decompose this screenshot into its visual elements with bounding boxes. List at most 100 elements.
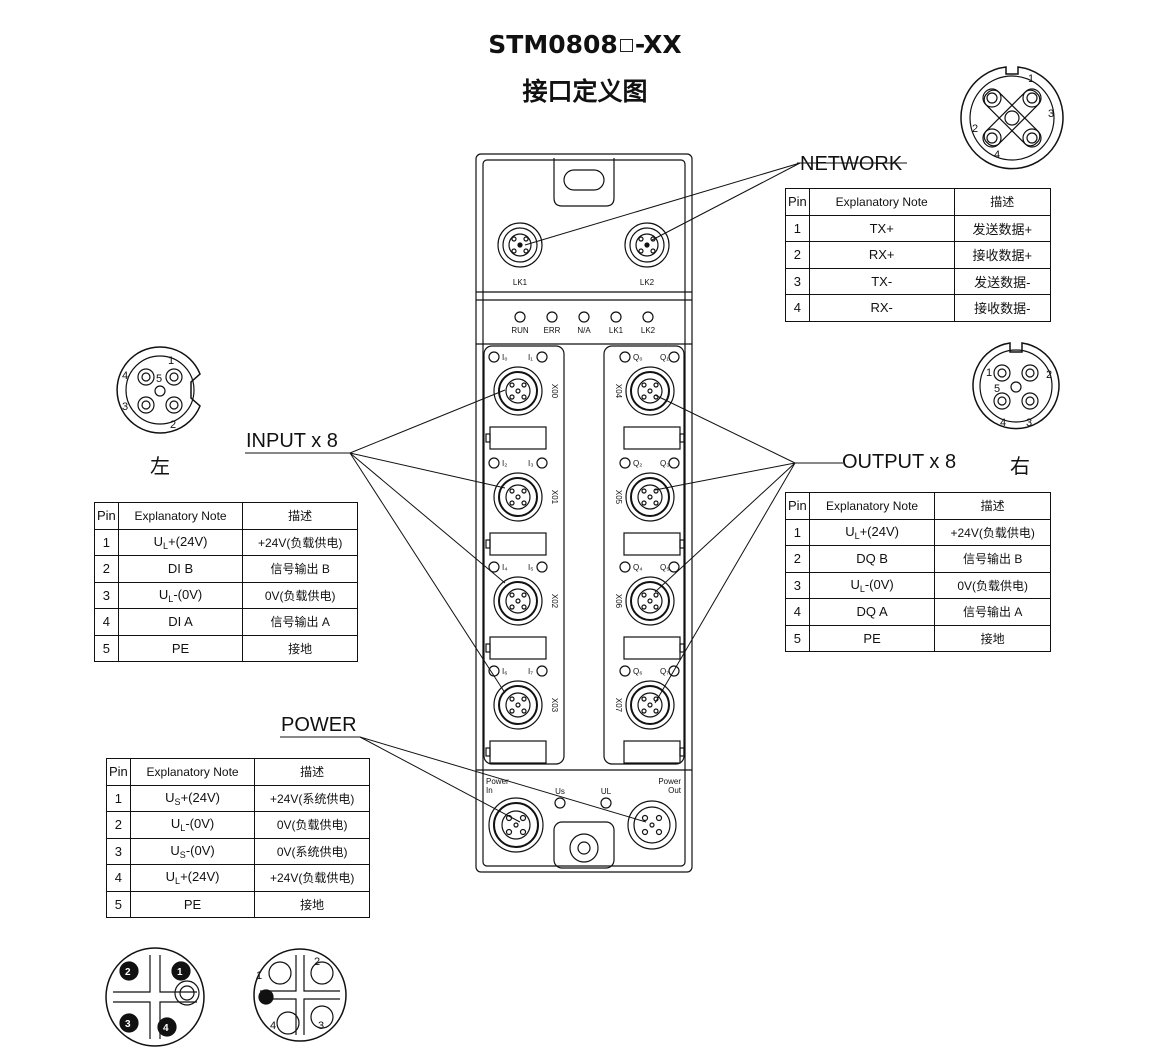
port-power-out[interactable]: [627, 800, 677, 850]
table-cell: 0V(系统供电): [254, 837, 370, 865]
pwr-out-pin-1: 1: [256, 970, 262, 982]
table-header: Explanatory Note: [808, 492, 936, 520]
pwr-in-pin-1: 1: [177, 967, 183, 978]
power-out-label-1: Power: [658, 777, 681, 786]
table-cell: DQ A: [808, 598, 936, 626]
table-cell: 接地: [254, 890, 370, 918]
out-pin-1: 1: [986, 367, 992, 379]
table-cell: 3: [785, 267, 810, 295]
port-x06[interactable]: [625, 576, 675, 626]
pwr-in-pin-2: 2: [125, 967, 131, 978]
table-cell: 发送数据-: [953, 267, 1052, 295]
port-x01[interactable]: [493, 472, 543, 522]
input-led: [536, 351, 548, 363]
label-slot-tab: [679, 643, 685, 653]
table-header: Pin: [94, 502, 119, 530]
table-cell: +24V(负载供电): [242, 528, 358, 556]
output-led: [668, 665, 680, 677]
table-cell: 3: [106, 837, 131, 865]
led-us-label: Us: [555, 787, 565, 796]
port-power-in[interactable]: [488, 797, 544, 853]
label-slot-tab: [679, 747, 685, 757]
pwr-out-pin-4: 4: [270, 1020, 276, 1032]
in-pin-3: 3: [122, 401, 128, 413]
pwr-in-pin-4: 4: [163, 1023, 169, 1034]
table-cell: UL+(24V): [808, 518, 936, 546]
table-cell: 信号输出 A: [242, 608, 358, 636]
label-lk2: LK2: [640, 278, 655, 287]
input-led-label: I₃: [528, 459, 533, 468]
table-cell: 2: [94, 555, 119, 583]
input-led-label: I₇: [528, 667, 533, 676]
power-out-connector-face: 1 2 3 4: [253, 948, 347, 1042]
output-led-label: Q₅: [660, 563, 669, 572]
output-connector-face: 1 2 3 4 5: [972, 342, 1060, 430]
output-led: [668, 457, 680, 469]
led-ul-label: UL: [601, 787, 612, 796]
output-led: [619, 457, 631, 469]
port-x07[interactable]: [625, 680, 675, 730]
label-slot: [489, 532, 547, 556]
port-x00[interactable]: [493, 366, 543, 416]
table-cell: 1: [94, 528, 119, 556]
module-housing: [475, 153, 693, 873]
table-cell: 0V(负载供电): [934, 571, 1051, 599]
input-led: [536, 665, 548, 677]
table-cell: UL-(0V): [808, 571, 936, 599]
table-header: 描述: [242, 502, 358, 530]
input-panel: [483, 345, 565, 765]
port-lk1[interactable]: [497, 222, 543, 268]
label-slot: [489, 740, 547, 764]
input-connector-face: 1 2 3 4 5: [116, 346, 201, 434]
port-x05[interactable]: [625, 472, 675, 522]
table-cell: 接收数据-: [953, 294, 1052, 322]
label-x06: X06: [614, 594, 623, 609]
table-cell: 0V(负载供电): [242, 581, 358, 609]
led-na-label: N/A: [577, 326, 591, 335]
output-led-label: Q₇: [660, 667, 669, 676]
port-x03[interactable]: [493, 680, 543, 730]
led-lk1-label: LK1: [609, 326, 624, 335]
port-x04[interactable]: [625, 366, 675, 416]
label-lk1: LK1: [513, 278, 528, 287]
label-slot: [623, 740, 681, 764]
table-header-row: Pin Explanatory Note 描述: [785, 492, 1051, 520]
table-cell: 5: [94, 634, 119, 662]
label-x05: X05: [614, 490, 623, 505]
output-led-label: Q₃: [660, 459, 669, 468]
net-pin-4: 4: [994, 149, 1000, 161]
label-slot: [623, 636, 681, 660]
table-header: Explanatory Note: [117, 502, 244, 530]
table-cell: TX-: [808, 267, 955, 295]
table-cell: 4: [106, 864, 131, 892]
label-slot: [489, 636, 547, 660]
table-cell: 5: [106, 890, 131, 918]
table-cell: DI B: [117, 555, 244, 583]
table-cell: UL-(0V): [129, 811, 256, 839]
in-pin-2: 2: [170, 419, 176, 431]
table-cell: RX+: [808, 241, 955, 269]
label-slot-tab: [485, 747, 491, 757]
table-cell: 接地: [242, 634, 358, 662]
table-header-row: Pin Explanatory Note 描述: [106, 758, 370, 786]
pwr-in-pin-3: 3: [125, 1019, 131, 1030]
output-led: [619, 561, 631, 573]
output-led-label: Q₀: [633, 353, 643, 362]
port-x02[interactable]: [493, 576, 543, 626]
table-header-row: Pin Explanatory Note 描述: [94, 502, 358, 530]
table-cell: 信号输出 B: [934, 545, 1051, 573]
led-lk2-label: LK2: [641, 326, 656, 335]
table-cell: US-(0V): [129, 837, 256, 865]
port-lk2[interactable]: [624, 222, 670, 268]
output-panel: [603, 345, 685, 765]
out-pin-4: 4: [1000, 417, 1006, 429]
